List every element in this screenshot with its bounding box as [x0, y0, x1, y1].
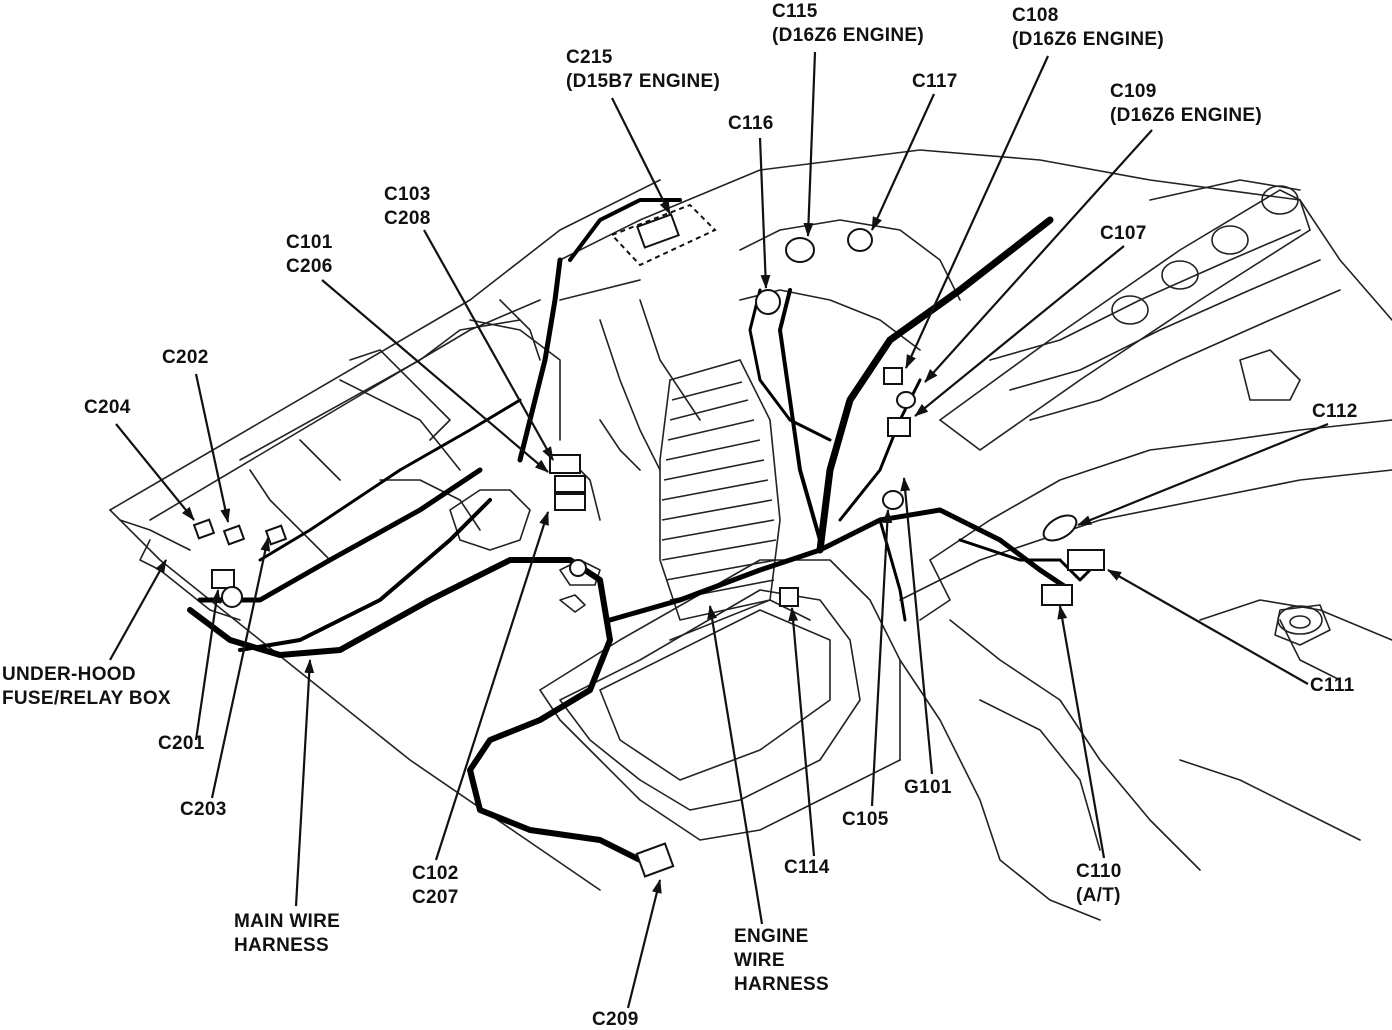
label-c201: C201	[158, 733, 205, 754]
label-c116: C116	[728, 113, 774, 134]
label-c204: C204	[84, 397, 131, 418]
label-c110: C110(A/T)	[1076, 861, 1122, 906]
engine-wire-harness-lines	[607, 216, 1102, 623]
intake-hose	[659, 359, 781, 621]
label-c115: C115(D16Z6 ENGINE)	[772, 1, 925, 46]
label-c111: C111	[1310, 675, 1355, 696]
main-wire-harness-lines	[187, 198, 682, 863]
label-g101: G101	[904, 777, 952, 798]
leader-arrows	[109, 51, 1329, 1009]
label-c109: C109(D16Z6 ENGINE)	[1110, 81, 1263, 126]
label-c105: C105	[842, 809, 889, 830]
label-c117: C117	[912, 71, 958, 92]
label-c107: C107	[1100, 223, 1147, 244]
label-c203: C203	[180, 799, 227, 820]
label-c114: C114	[784, 857, 830, 878]
connectors	[192, 203, 1105, 878]
label-c215: C215(D15B7 ENGINE)	[566, 47, 721, 92]
label-c202: C202	[162, 347, 209, 368]
label-c112: C112	[1312, 401, 1358, 422]
label-c209: C209	[592, 1009, 639, 1030]
engine-bay-outline	[109, 149, 1392, 921]
label-c108: C108(D16Z6 ENGINE)	[1012, 5, 1165, 50]
valve-cover	[938, 185, 1323, 635]
